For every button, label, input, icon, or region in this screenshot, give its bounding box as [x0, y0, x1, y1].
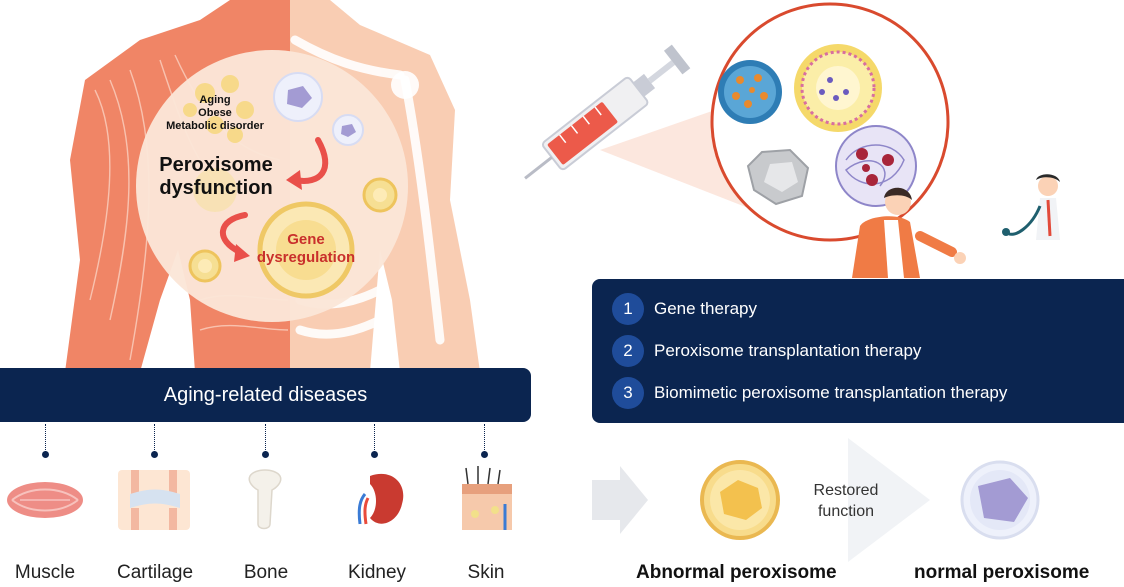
cycle-arrow-top [292, 137, 329, 184]
restore-arrow-icon [848, 438, 930, 562]
organ-label-cartilage: Cartilage [116, 562, 194, 583]
therapy-number-1: 1 [612, 293, 644, 325]
gene-line-1: Gene [287, 231, 325, 248]
gene-label: Gene dysregulation [246, 231, 366, 267]
therapy-item-2: 2 Peroxisome transplantation therapy [612, 335, 921, 367]
risk-metabolic: Metabolic disorder [166, 120, 264, 132]
normal-peroxisome-label: normal peroxisome [914, 562, 1090, 583]
risk-obese: Obese [198, 107, 232, 119]
connector-muscle [45, 424, 46, 452]
cartilage-icon [118, 470, 190, 530]
peroxisome-restoration [592, 438, 1040, 562]
dysfunction-line-1: Peroxisome [159, 154, 273, 176]
bone-icon [248, 469, 282, 530]
restored-line-1: Restored [813, 482, 879, 499]
risk-aging: Aging [199, 94, 231, 106]
therapy-item-3: 3 Biomimetic peroxisome transplantation … [612, 377, 1007, 409]
skin-icon [462, 466, 512, 530]
fat-droplets [183, 75, 254, 143]
abnormal-peroxisome-label: Abnormal peroxisome [636, 562, 837, 583]
therapy-number-3: 3 [612, 377, 644, 409]
diseases-banner: Aging-related diseases [0, 368, 531, 422]
polymer-particle [835, 125, 917, 207]
therapy-label-3: Biomimetic peroxisome transplantation th… [654, 383, 1008, 402]
normal-peroxisome-icon [960, 460, 1040, 540]
restored-line-2: function [817, 503, 875, 520]
dot-kidney [371, 451, 378, 458]
therapy-label-1: Gene therapy [654, 299, 758, 318]
abnormal-peroxisome-icon [700, 460, 780, 540]
body-illustration [65, 0, 480, 372]
dot-bone [262, 451, 269, 458]
connector-skin [484, 424, 485, 452]
gene-line-2: dysregulation [256, 249, 356, 266]
dot-skin [481, 451, 488, 458]
risk-factors: Aging Obese Metabolic disorder [160, 94, 270, 133]
male-doctor-icon [1002, 174, 1060, 240]
organ-label-bone: Bone [243, 562, 289, 583]
therapy-illustration [524, 2, 1060, 278]
muscle-icon [7, 482, 83, 518]
dot-muscle [42, 451, 49, 458]
nanoparticle-blue [718, 60, 782, 124]
therapy-label-2: Peroxisome transplantation therapy [654, 341, 922, 360]
therapy-list: 1 Gene therapy 2 Peroxisome transplantat… [592, 279, 1124, 423]
dysfunction-line-2: dysfunction [159, 177, 273, 199]
right-arrow-icon [592, 466, 648, 534]
female-doctor-icon [852, 187, 966, 278]
organ-label-muscle: Muscle [14, 562, 76, 583]
organ-icons [7, 466, 512, 530]
organ-label-skin: Skin [467, 562, 505, 583]
connector-kidney [374, 424, 375, 452]
restored-function-label: Restored function [796, 480, 896, 522]
connector-cartilage [154, 424, 155, 452]
therapy-item-1: 1 Gene therapy [612, 293, 757, 325]
connector-bone [265, 424, 266, 452]
dysfunction-label: Peroxisome dysfunction [146, 154, 286, 200]
organ-label-kidney: Kidney [347, 562, 407, 583]
liposome-particle [794, 44, 882, 132]
polyhedron-particle [746, 148, 810, 206]
therapy-number-2: 2 [612, 335, 644, 367]
dot-cartilage [151, 451, 158, 458]
cycle-arrow-bottom [219, 212, 248, 255]
kidney-icon [357, 473, 404, 525]
